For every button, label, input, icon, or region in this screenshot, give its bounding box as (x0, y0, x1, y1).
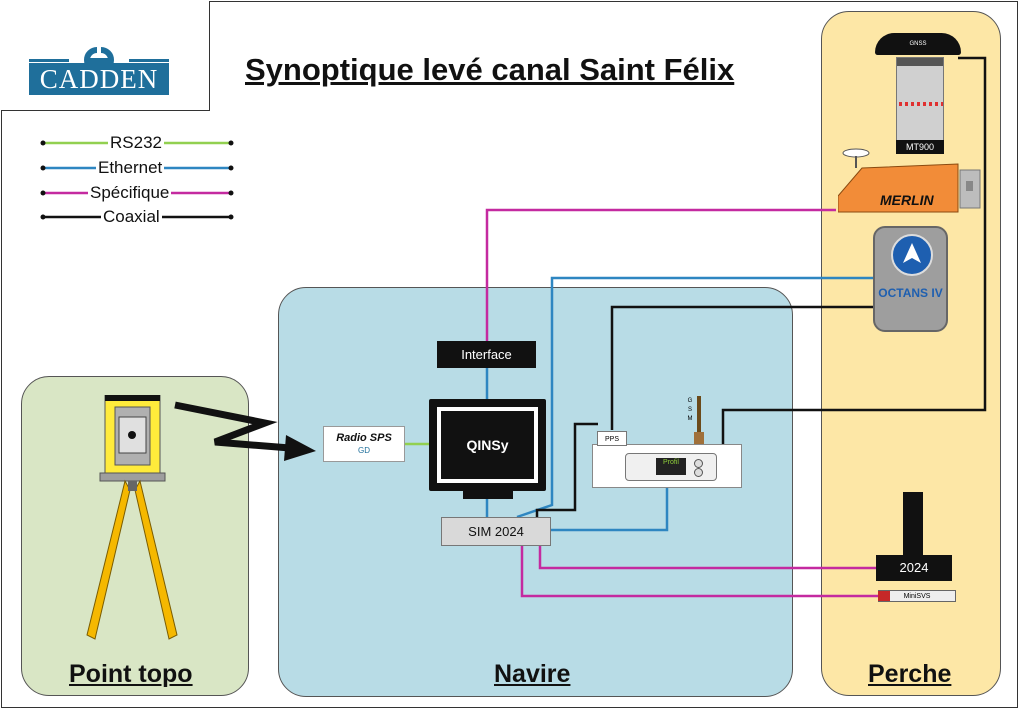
line-sim-octans (516, 276, 875, 519)
sim-2024-box: SIM 2024 (441, 517, 551, 546)
profiler-unit: Profil (592, 444, 742, 488)
octans-logo-icon (903, 243, 921, 263)
logo-brand-text: CADDEN (29, 63, 169, 95)
pps-port: PPS (597, 431, 627, 446)
gsm-antenna (697, 396, 701, 434)
zone-label-point-topo: Point topo (69, 660, 193, 688)
octans-unit: OCTANS IV (873, 226, 948, 332)
logo: CADDEN (1, 1, 210, 111)
mt900-unit (896, 57, 944, 147)
legend-label-ethernet: Ethernet (96, 158, 165, 177)
line-interface-merlin (485, 208, 836, 341)
line-sim-profil (551, 488, 669, 532)
qinsy-label: QINSy (441, 411, 534, 479)
qinsy-stand (463, 491, 513, 499)
radio-link-arrowhead (284, 435, 316, 461)
profiler-display: Profil (656, 458, 686, 475)
merlin-icon (838, 148, 981, 213)
radio-link-arrow (174, 401, 291, 452)
octans-label: OCTANS IV (878, 286, 943, 300)
legend-label-specifique: Spécifique (88, 183, 172, 202)
radio-sps-logo: GD (358, 446, 370, 455)
line-sim-2024 (538, 545, 876, 570)
profiler-label: Profil (663, 459, 679, 466)
radio-sps-device: Radio SPS GD (323, 426, 405, 462)
line-pps-octans (610, 305, 875, 430)
minisvs-cap (878, 591, 890, 601)
zone-label-navire: Navire (494, 660, 571, 688)
sensor-2024-shaft (903, 492, 923, 556)
line-sim-minisvs (520, 545, 878, 598)
interface-box: Interface (437, 341, 536, 368)
legend-label-rs232: RS232 (108, 133, 164, 152)
zone-label-perche: Perche (868, 660, 952, 688)
qinsy-monitor: QINSy (429, 399, 546, 491)
mt900-label: MT900 (896, 140, 944, 154)
gsm-antenna-base (694, 432, 704, 444)
minisvs-label: MiniSVS (903, 593, 931, 600)
legend-label-coaxial: Coaxial (101, 207, 162, 226)
sensor-2024-box: 2024 (876, 555, 952, 581)
line-sim-pps (535, 422, 598, 517)
page-title: Synoptique levé canal Saint Félix (245, 52, 735, 87)
merlin-label: MERLIN (880, 192, 934, 208)
radio-sps-label: Radio SPS (336, 432, 392, 444)
total-station-icon (86, 395, 178, 640)
gsm-label: GSM (687, 398, 693, 422)
gnss-antenna: GNSS (875, 33, 961, 55)
line-gnss-coax (721, 56, 987, 446)
